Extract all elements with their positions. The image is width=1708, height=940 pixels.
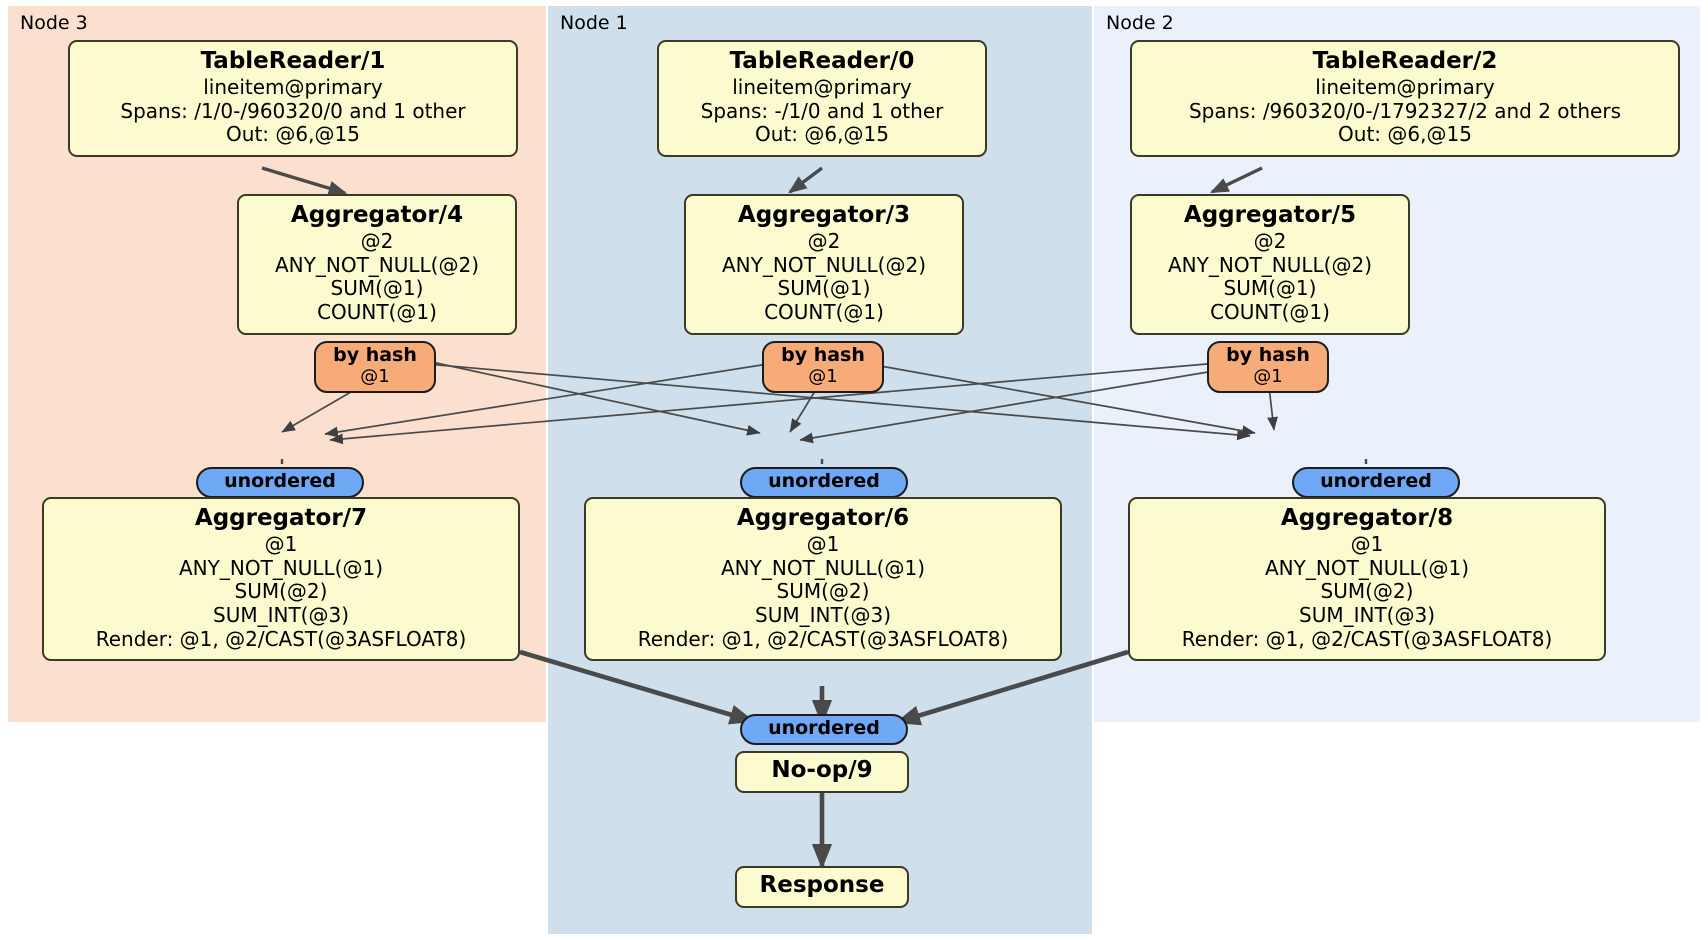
- processor-detail: SUM(@2): [776, 579, 870, 604]
- processor-noop-9[interactable]: No-op/9: [735, 751, 909, 794]
- processor-title: Response: [759, 872, 885, 898]
- processor-detail: SUM_INT(@3): [755, 602, 891, 627]
- processor-aggregator-7[interactable]: Aggregator/7 @1 ANY_NOT_NULL(@1) SUM(@2)…: [42, 497, 520, 662]
- processor-title: Aggregator/7: [194, 505, 368, 531]
- sync-label: unordered: [768, 717, 880, 739]
- processor-detail: @1: [1350, 532, 1384, 557]
- router-sublabel: @1: [360, 365, 390, 387]
- node-region-label: Node 2: [1106, 12, 1174, 34]
- router-label: by hash: [1226, 344, 1310, 366]
- node-region-label: Node 1: [560, 12, 628, 34]
- processor-title: Aggregator/4: [290, 202, 464, 228]
- router-label: by hash: [781, 344, 865, 366]
- processor-table-reader-2[interactable]: TableReader/2 lineitem@primary Spans: /9…: [1130, 40, 1680, 157]
- router-hash-left[interactable]: by hash @1: [314, 341, 436, 393]
- processor-detail: ANY_NOT_NULL(@2): [275, 252, 479, 277]
- processor-detail: Spans: /960320/0-/1792327/2 and 2 others: [1188, 98, 1621, 123]
- processor-title: Aggregator/6: [736, 505, 910, 531]
- sync-label: unordered: [1320, 470, 1432, 492]
- processor-aggregator-4[interactable]: Aggregator/4 @2 ANY_NOT_NULL(@2) SUM(@1)…: [237, 194, 517, 335]
- processor-detail: Render: @1, @2/CAST(@3ASFLOAT8): [637, 626, 1009, 651]
- router-sublabel: @1: [808, 365, 838, 387]
- processor-detail: SUM(@1): [330, 276, 424, 301]
- processor-detail: COUNT(@1): [317, 299, 437, 324]
- processor-title: TableReader/0: [729, 48, 915, 74]
- processor-detail: Render: @1, @2/CAST(@3ASFLOAT8): [95, 626, 467, 651]
- processor-title: Aggregator/3: [737, 202, 911, 228]
- processor-detail: COUNT(@1): [764, 299, 884, 324]
- processor-detail: lineitem@primary: [732, 75, 912, 100]
- processor-detail: @2: [807, 229, 841, 254]
- processor-detail: Render: @1, @2/CAST(@3ASFLOAT8): [1181, 626, 1553, 651]
- processor-detail: ANY_NOT_NULL(@1): [179, 555, 383, 580]
- processor-table-reader-1[interactable]: TableReader/1 lineitem@primary Spans: /1…: [68, 40, 518, 157]
- processor-detail: SUM(@2): [1320, 579, 1414, 604]
- processor-detail: @2: [360, 229, 394, 254]
- processor-detail: SUM(@1): [777, 276, 871, 301]
- processor-detail: lineitem@primary: [203, 75, 383, 100]
- node-region-label: Node 3: [20, 12, 88, 34]
- processor-detail: SUM(@2): [234, 579, 328, 604]
- processor-detail: ANY_NOT_NULL(@1): [721, 555, 925, 580]
- sync-label: unordered: [768, 470, 880, 492]
- processor-response[interactable]: Response: [735, 866, 909, 909]
- sync-unordered-left[interactable]: unordered: [196, 467, 364, 498]
- sync-unordered-right[interactable]: unordered: [1292, 467, 1460, 498]
- sync-unordered-center[interactable]: unordered: [740, 467, 908, 498]
- processor-title: Aggregator/5: [1183, 202, 1357, 228]
- processor-detail: Spans: -/1/0 and 1 other: [700, 98, 944, 123]
- processor-detail: COUNT(@1): [1210, 299, 1330, 324]
- router-hash-center[interactable]: by hash @1: [762, 341, 884, 393]
- processor-detail: SUM_INT(@3): [213, 602, 349, 627]
- processor-aggregator-5[interactable]: Aggregator/5 @2 ANY_NOT_NULL(@2) SUM(@1)…: [1130, 194, 1410, 335]
- processor-detail: Out: @6,@15: [1338, 122, 1472, 147]
- router-sublabel: @1: [1253, 365, 1283, 387]
- processor-detail: lineitem@primary: [1315, 75, 1495, 100]
- processor-detail: SUM_INT(@3): [1299, 602, 1435, 627]
- sync-unordered-final[interactable]: unordered: [740, 714, 908, 745]
- processor-title: TableReader/1: [200, 48, 386, 74]
- processor-detail: @1: [264, 532, 298, 557]
- processor-aggregator-6[interactable]: Aggregator/6 @1 ANY_NOT_NULL(@1) SUM(@2)…: [584, 497, 1062, 662]
- processor-detail: @2: [1253, 229, 1287, 254]
- router-label: by hash: [333, 344, 417, 366]
- processor-detail: Spans: /1/0-/960320/0 and 1 other: [120, 98, 466, 123]
- processor-title: No-op/9: [771, 757, 873, 783]
- processor-detail: ANY_NOT_NULL(@1): [1265, 555, 1469, 580]
- processor-detail: ANY_NOT_NULL(@2): [722, 252, 926, 277]
- sync-label: unordered: [224, 470, 336, 492]
- processor-detail: ANY_NOT_NULL(@2): [1168, 252, 1372, 277]
- processor-detail: Out: @6,@15: [755, 122, 889, 147]
- processor-title: TableReader/2: [1312, 48, 1498, 74]
- processor-detail: SUM(@1): [1223, 276, 1317, 301]
- processor-aggregator-3[interactable]: Aggregator/3 @2 ANY_NOT_NULL(@2) SUM(@1)…: [684, 194, 964, 335]
- router-hash-right[interactable]: by hash @1: [1207, 341, 1329, 393]
- processor-detail: @1: [806, 532, 840, 557]
- processor-table-reader-0[interactable]: TableReader/0 lineitem@primary Spans: -/…: [657, 40, 987, 157]
- processor-detail: Out: @6,@15: [226, 122, 360, 147]
- processor-title: Aggregator/8: [1280, 505, 1454, 531]
- processor-aggregator-8[interactable]: Aggregator/8 @1 ANY_NOT_NULL(@1) SUM(@2)…: [1128, 497, 1606, 662]
